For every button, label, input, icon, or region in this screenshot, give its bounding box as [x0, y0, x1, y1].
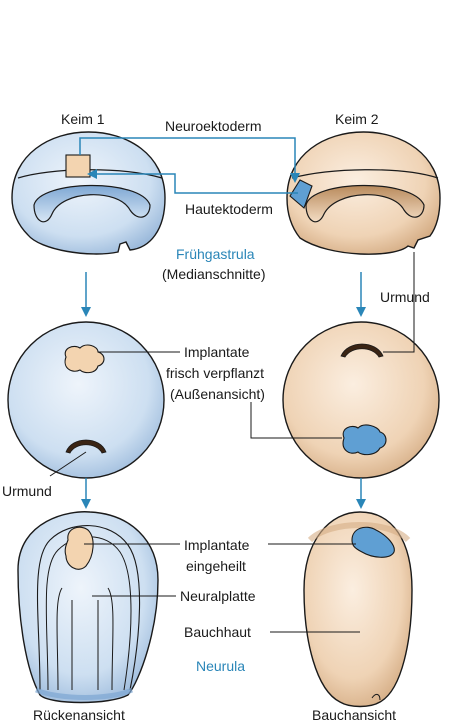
label-aussenansicht: (Außenansicht)	[170, 386, 265, 402]
neuroektoderm-piece	[66, 155, 90, 177]
keim2-sphere	[283, 322, 439, 478]
label-keim1: Keim 1	[61, 111, 105, 127]
label-frisch-verpflanzt: frisch verpflanzt	[166, 365, 264, 381]
label-neurula: Neurula	[196, 658, 245, 674]
neurula-right	[304, 512, 412, 707]
label-fruehgastrula: Frühgastrula	[176, 246, 255, 262]
label-urmund-right: Urmund	[380, 289, 430, 305]
label-bauchansicht: Bauchansicht	[312, 707, 396, 723]
label-hautektoderm: Hautektoderm	[185, 201, 273, 217]
keim1-sphere	[8, 322, 164, 478]
label-implantate-2: Implantate	[184, 537, 250, 553]
label-neuralplatte: Neuralplatte	[180, 588, 256, 604]
label-eingeheilt: eingeheilt	[186, 558, 246, 574]
keim1-section	[12, 132, 165, 254]
label-bauchhaut: Bauchhaut	[184, 624, 251, 640]
label-urmund-left: Urmund	[2, 483, 52, 499]
neurula-left	[18, 512, 158, 703]
label-neuroektoderm: Neuroektoderm	[165, 118, 262, 134]
label-implantate-1: Implantate	[184, 344, 250, 360]
label-keim2: Keim 2	[335, 111, 379, 127]
label-rueckenansicht: Rückenansicht	[33, 707, 125, 723]
label-medianschnitte: (Medianschnitte)	[162, 266, 266, 282]
keim2-section	[287, 132, 440, 254]
